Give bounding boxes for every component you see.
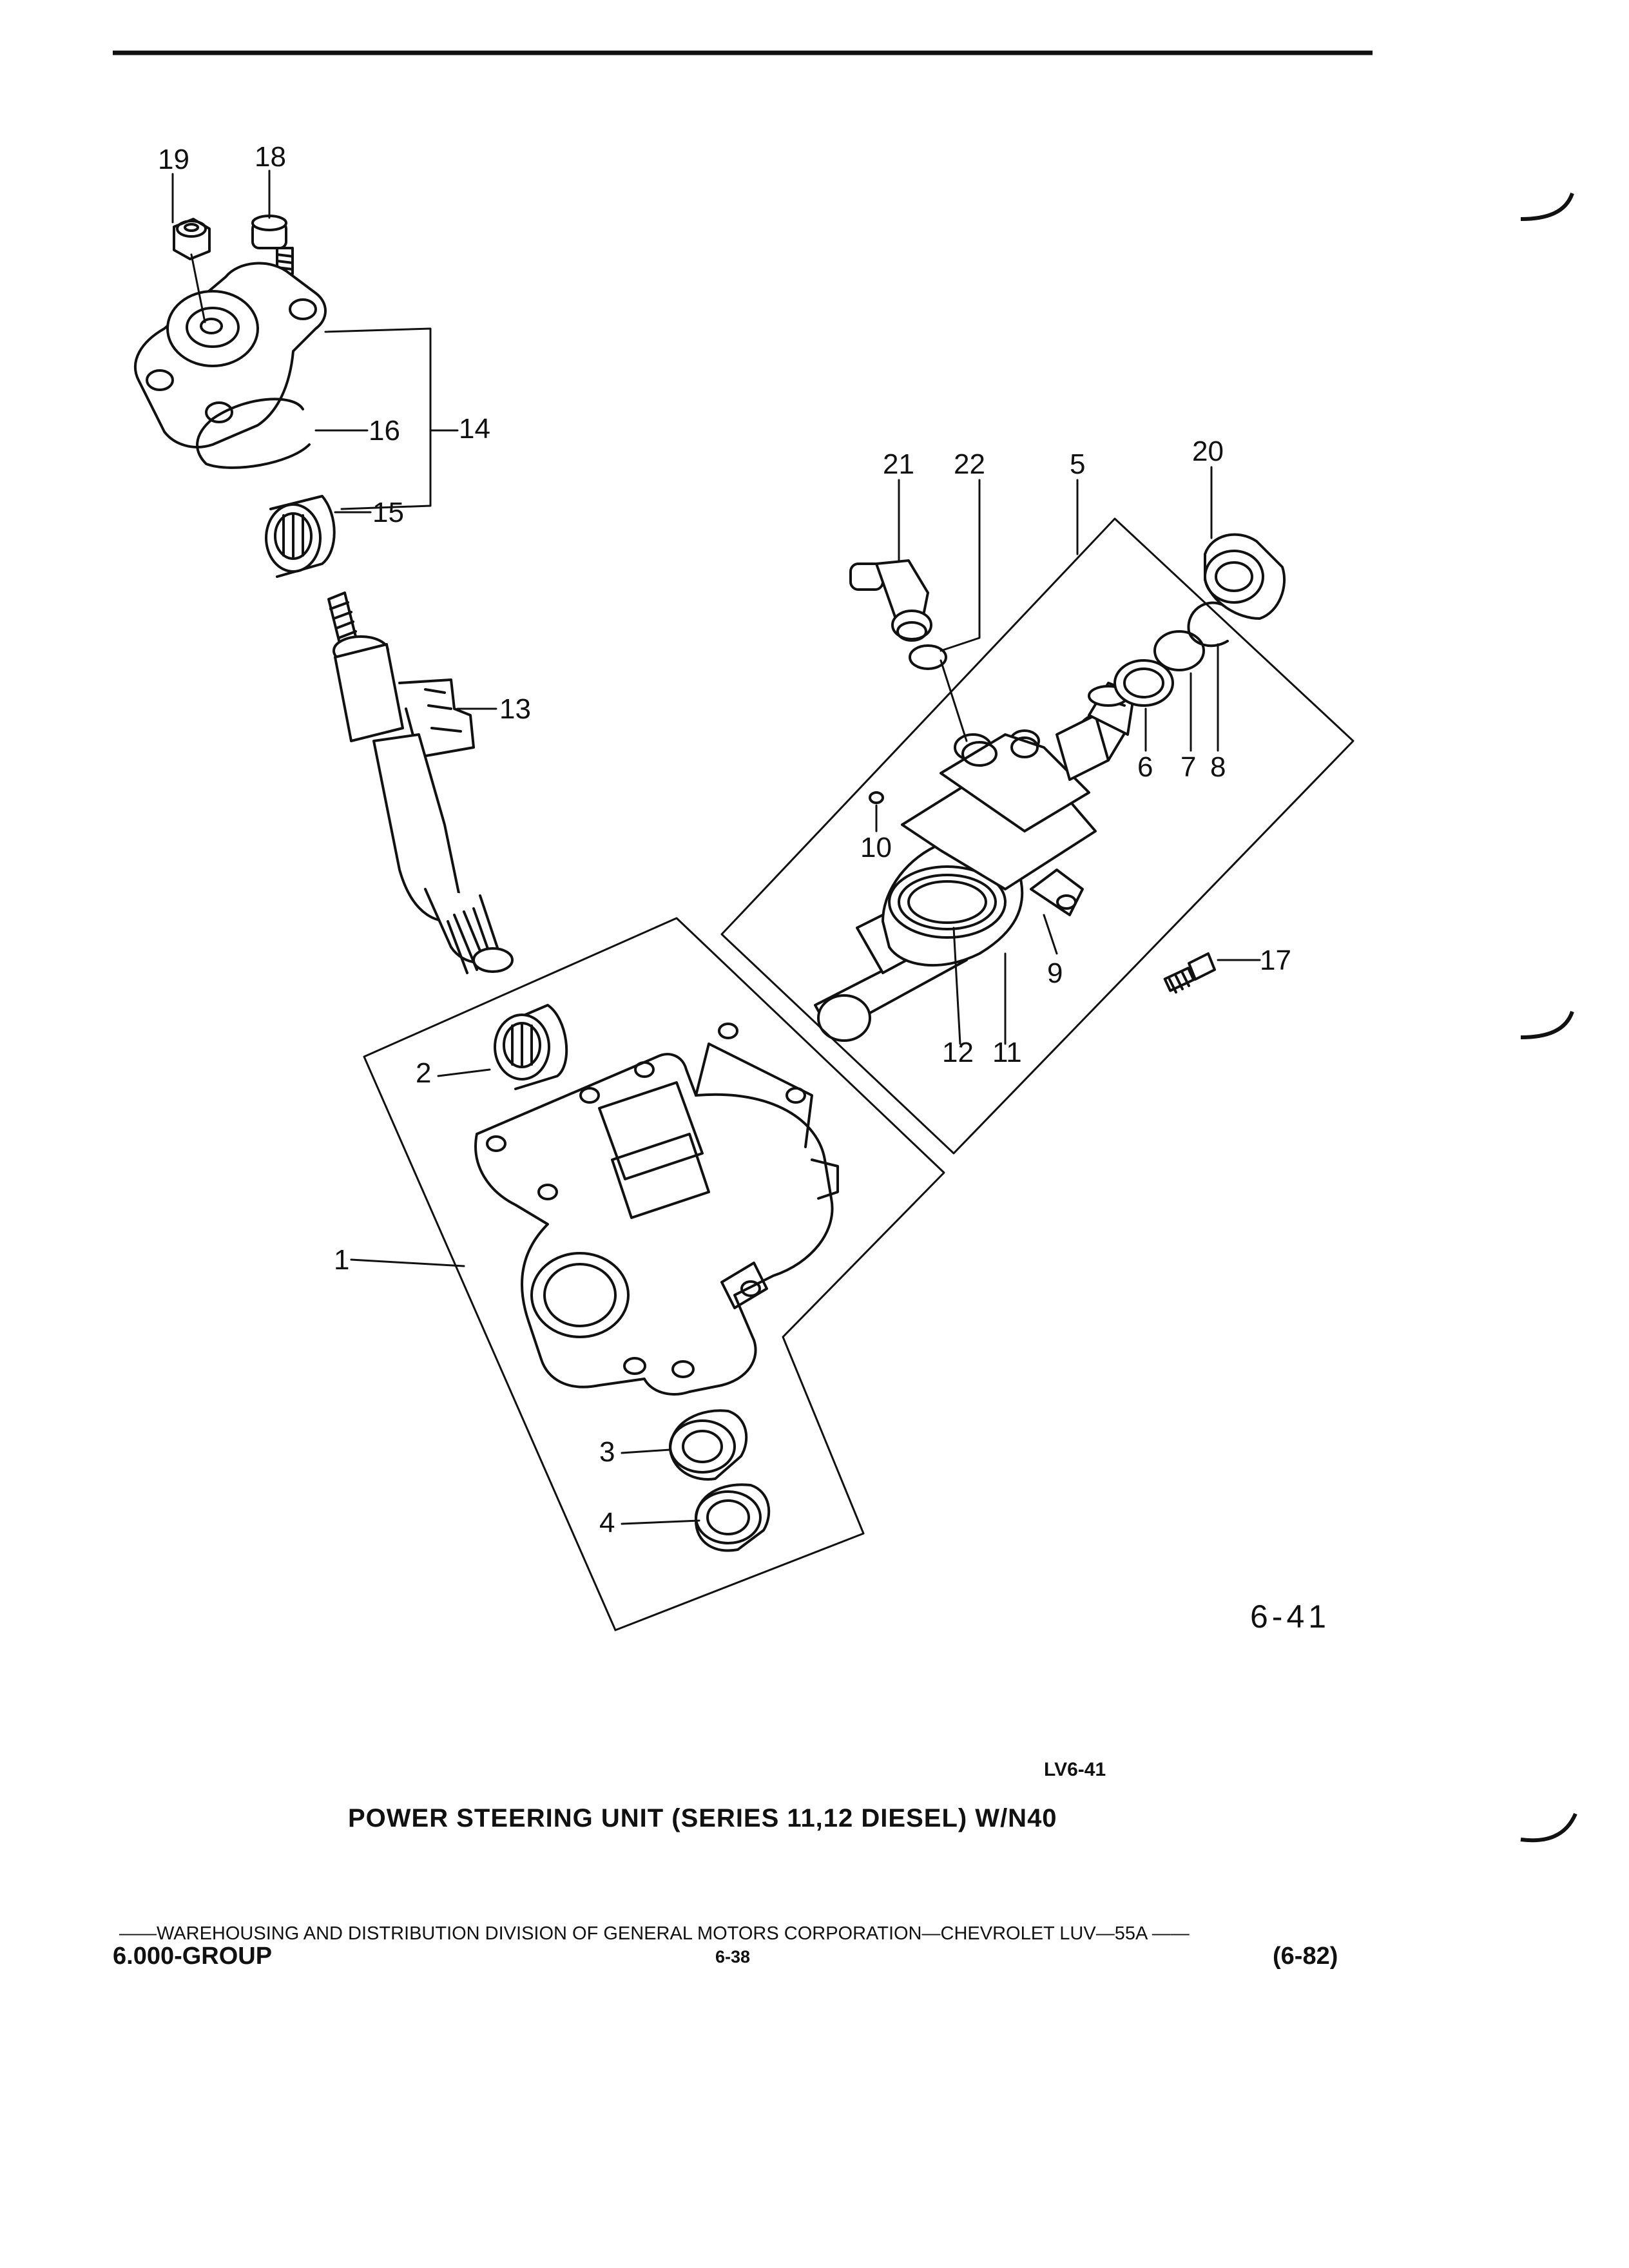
footer-publisher-line: ——WAREHOUSING AND DISTRIBUTION DIVISION … — [119, 1923, 1190, 1944]
callout-12: 12 — [942, 1037, 974, 1068]
part-13-sector-shaft — [327, 591, 514, 974]
part-5-control-valve — [814, 682, 1135, 1042]
figure-code: LV6-41 — [1044, 1759, 1106, 1780]
part-15-needle-bearing — [265, 495, 336, 578]
part-16-o-ring — [196, 398, 311, 469]
callout-17: 17 — [1260, 945, 1291, 976]
callout-3: 3 — [599, 1436, 615, 1468]
callout-5: 5 — [1070, 448, 1085, 480]
callout-9: 9 — [1047, 957, 1063, 989]
part-5-group-outline — [720, 517, 1354, 1155]
footer-group: 6.000-GROUP — [113, 1943, 273, 1970]
callout-20: 20 — [1192, 436, 1224, 467]
callout-labels: 19 18 16 14 15 13 2 1 3 4 21 22 5 20 6 7… — [158, 141, 1291, 1539]
diagram-title: POWER STEERING UNIT (SERIES 11,12 DIESEL… — [348, 1804, 1057, 1832]
part-8-snap-ring — [1187, 601, 1229, 648]
part-14-side-cover — [134, 253, 327, 448]
callout-19: 19 — [158, 144, 189, 175]
part-22-o-ring — [909, 644, 947, 670]
part-7-ring — [1153, 630, 1205, 671]
callout-6: 6 — [1137, 751, 1153, 783]
part-18-plug — [251, 215, 294, 275]
callout-21: 21 — [883, 448, 914, 480]
binding-marks — [1520, 192, 1577, 1843]
callout-4: 4 — [599, 1507, 615, 1539]
callout-7: 7 — [1181, 751, 1196, 783]
callout-2: 2 — [416, 1057, 431, 1089]
footer-date: (6-82) — [1273, 1943, 1338, 1970]
footer-page-number: 6-38 — [715, 1947, 751, 1966]
part-21-elbow-fitting — [849, 559, 932, 642]
callout-14: 14 — [459, 413, 490, 445]
part-20-oil-seal — [1204, 533, 1286, 620]
callout-10: 10 — [860, 832, 892, 863]
part-6-bearing — [1113, 659, 1174, 707]
part-2-needle-bearing — [494, 1004, 568, 1090]
part-1-group-outline — [363, 917, 945, 1631]
figure-number: 6-41 — [1250, 1599, 1331, 1635]
part-3-oil-seal — [669, 1409, 748, 1481]
part-17-bolt — [1163, 952, 1216, 994]
callout-8: 8 — [1210, 751, 1226, 783]
callout-22: 22 — [954, 448, 985, 480]
callout-15: 15 — [372, 497, 404, 528]
leader-lines — [171, 169, 1261, 1525]
callout-1: 1 — [334, 1244, 349, 1276]
callout-16: 16 — [369, 415, 400, 447]
callout-13: 13 — [499, 693, 531, 725]
part-1-gear-housing — [474, 1023, 839, 1396]
part-19-nut — [173, 218, 211, 260]
callout-18: 18 — [255, 141, 286, 173]
part-4-oil-seal — [695, 1483, 771, 1552]
callout-11: 11 — [992, 1037, 1022, 1068]
part-10-o-ring — [869, 791, 884, 804]
